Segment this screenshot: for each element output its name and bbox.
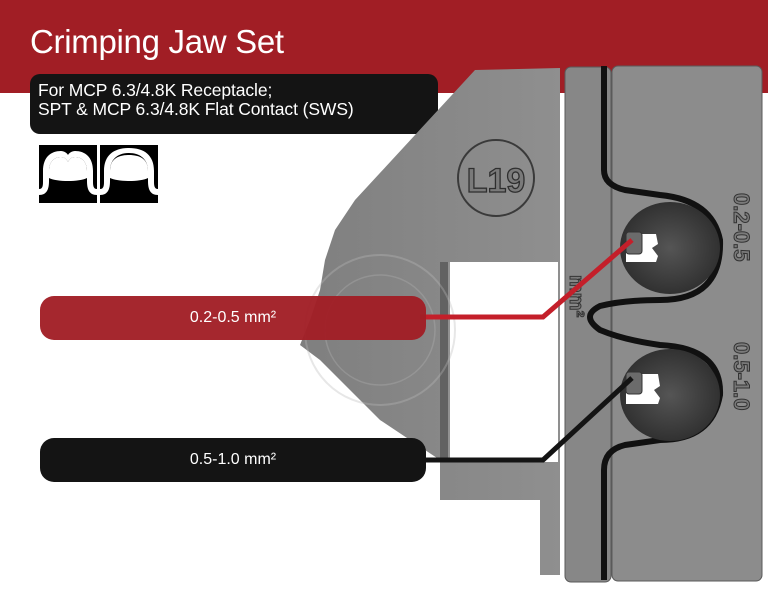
callout-text: 0.5-1.0 mm² [189,451,277,468]
subtitle-line-1: For MCP 6.3/4.8K Receptacle; [38,80,273,100]
crimp-cavity-small [620,202,720,294]
model-stamp-ring [457,139,535,217]
crimp-profile-icons [39,145,158,203]
compatibility-description: For MCP 6.3/4.8K Receptacle; SPT & MCP 6… [30,74,438,134]
jaw-right-plate [611,65,763,582]
jaw-middle-plate [564,66,612,583]
model-stamp: L19 [467,162,526,200]
callout-connector-red [420,238,634,320]
subtitle-line-2: SPT & MCP 6.3/4.8K Flat Contact (SWS) [38,99,354,119]
crimp-cavity-large [620,349,720,441]
cavity-stamp-small: 0.2-0.5 [729,193,754,262]
callout-label-small-range: 0.2-0.5 mm² [40,296,426,340]
double-bell-crimp-profile-icon [39,145,97,203]
cavity-stamp-large: 0.5-1.0 [729,342,754,411]
callout-text: 0.2-0.5 mm² [189,309,277,326]
page-title: Crimping Jaw Set [30,23,284,60]
callout-label-large-range: 0.5-1.0 mm² [40,438,426,482]
jaw-window [448,262,558,462]
callout-connector-black [420,376,634,463]
single-bell-crimp-profile-icon [100,145,158,203]
